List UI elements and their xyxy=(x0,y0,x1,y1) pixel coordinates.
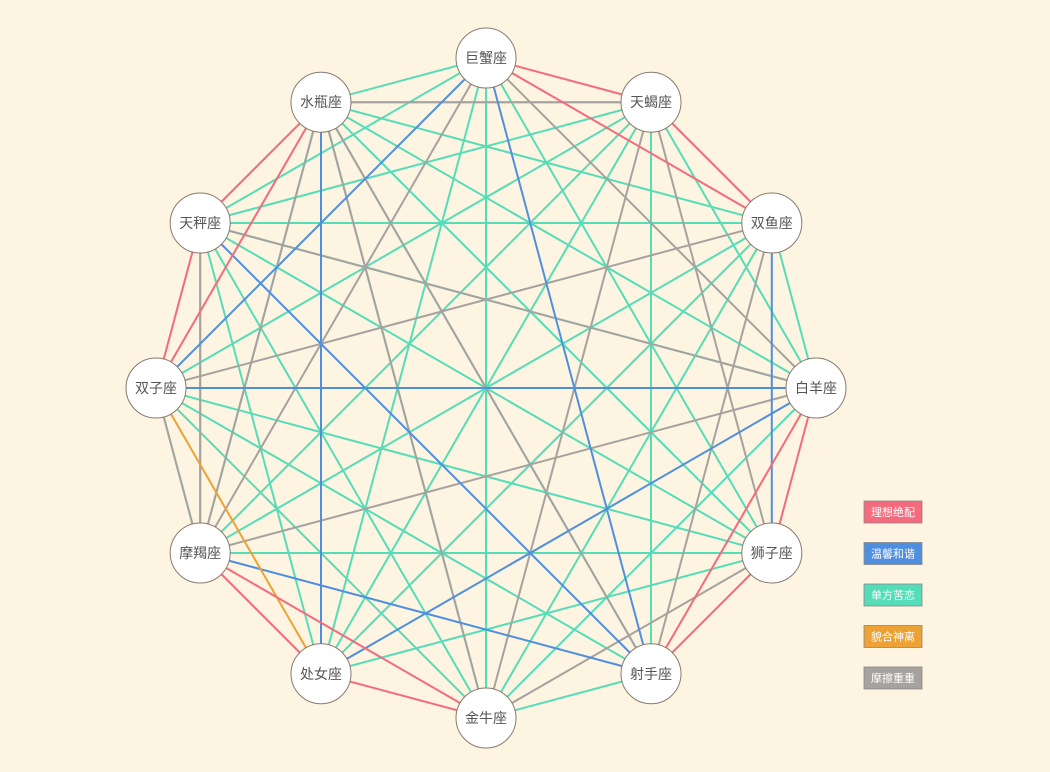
edge-shizi-shuiping-oneway xyxy=(320,101,773,554)
edge-juxie-chunv-oneway xyxy=(320,57,487,675)
edge-baiyang-chunv-warm xyxy=(320,387,817,675)
node-jinniu[interactable]: 金牛座 xyxy=(455,687,517,749)
legend-swatch[interactable] xyxy=(863,500,923,524)
node-circle[interactable] xyxy=(455,27,517,89)
node-shuiping[interactable]: 水瓶座 xyxy=(290,71,352,133)
edge-sheshou-mojie-warm xyxy=(199,552,652,675)
node-label: 巨蟹座 xyxy=(465,51,507,67)
edge-juxie-shuangyu-ideal xyxy=(485,57,773,224)
node-circle[interactable] xyxy=(290,71,352,133)
node-label: 双子座 xyxy=(135,381,177,397)
node-shuangyu[interactable]: 双鱼座 xyxy=(741,192,803,254)
node-label: 射手座 xyxy=(630,667,672,683)
node-circle[interactable] xyxy=(741,522,803,584)
edge-shuangzi-shuiping-ideal xyxy=(155,101,322,389)
legend-swatch[interactable] xyxy=(863,625,923,648)
legend-label: 貌合神离 xyxy=(871,630,915,644)
node-tiancheng[interactable]: 天秤座 xyxy=(169,192,231,254)
legend-label: 理想绝配 xyxy=(871,505,915,519)
node-shuangzi[interactable]: 双子座 xyxy=(125,357,187,419)
edge-juxie-mojie-friction xyxy=(199,57,487,554)
edge-baiyang-tiancheng-friction xyxy=(199,222,817,389)
edge-jinniu-mojie-ideal xyxy=(199,552,487,719)
edge-baiyang-mojie-friction xyxy=(199,387,817,554)
node-shizi[interactable]: 狮子座 xyxy=(741,522,803,584)
legend-item-loose[interactable]: 貌合神离 xyxy=(863,625,923,648)
node-circle[interactable] xyxy=(620,643,682,705)
legend-item-friction[interactable]: 摩擦重重 xyxy=(863,666,923,690)
edge-shuangyu-shuiping-oneway xyxy=(320,101,773,224)
edge-shuangyu-shuangzi-friction xyxy=(155,222,773,389)
node-label: 摩羯座 xyxy=(179,545,221,562)
edge-baiyang-sheshou-ideal xyxy=(650,387,817,675)
node-circle[interactable] xyxy=(455,687,517,749)
node-label: 处女座 xyxy=(300,666,342,683)
edge-shizi-shuangzi-oneway xyxy=(155,387,773,554)
edge-tianxie-mojie-oneway xyxy=(199,101,652,554)
edge-tiancheng-sheshou-warm xyxy=(199,222,652,675)
node-circle[interactable] xyxy=(169,192,231,254)
legend-item-oneway[interactable]: 单方苦恋 xyxy=(863,583,923,607)
node-circle[interactable] xyxy=(290,643,352,705)
edge-baiyang-shuiping-oneway xyxy=(320,101,817,389)
edge-sheshou-shuangzi-oneway xyxy=(155,387,652,675)
legend-item-warm[interactable]: 温馨和谐 xyxy=(863,542,923,565)
node-circle[interactable] xyxy=(620,71,682,133)
legend-label: 温馨和谐 xyxy=(871,547,915,561)
node-label: 白羊座 xyxy=(795,381,837,397)
edge-shuangzi-chunv-loose xyxy=(155,387,322,675)
node-label: 水瓶座 xyxy=(300,95,342,111)
edge-juxie-baiyang-friction xyxy=(485,57,817,389)
node-juxie[interactable]: 巨蟹座 xyxy=(455,27,517,89)
legend-swatch[interactable] xyxy=(863,542,923,565)
node-label: 金牛座 xyxy=(465,711,507,727)
legend-label: 单方苦恋 xyxy=(871,588,915,602)
edge-juxie-sheshou-warm xyxy=(485,57,652,675)
node-baiyang[interactable]: 白羊座 xyxy=(785,357,847,419)
node-label: 双鱼座 xyxy=(751,215,793,232)
node-mojie[interactable]: 摩羯座 xyxy=(169,522,231,584)
node-sheshou[interactable]: 射手座 xyxy=(620,643,682,705)
node-circle[interactable] xyxy=(125,357,187,419)
relation-lines xyxy=(155,57,817,719)
node-circle[interactable] xyxy=(169,522,231,584)
legend-swatch[interactable] xyxy=(863,666,923,690)
node-label: 天蝎座 xyxy=(630,95,672,111)
edge-jinniu-shuiping-friction xyxy=(320,101,487,719)
node-label: 狮子座 xyxy=(751,546,793,562)
node-tianxie[interactable]: 天蝎座 xyxy=(620,71,682,133)
legend-item-ideal[interactable]: 理想绝配 xyxy=(863,500,923,524)
edge-shuangyu-chunv-oneway xyxy=(320,222,773,675)
edge-tianxie-jinniu-friction xyxy=(485,101,652,719)
node-circle[interactable] xyxy=(785,357,847,419)
node-label: 天秤座 xyxy=(179,216,221,232)
node-chunv[interactable]: 处女座 xyxy=(290,643,352,705)
edge-mojie-shuiping-friction xyxy=(199,101,322,554)
edge-tianxie-shizi-friction xyxy=(650,101,773,554)
legend-swatch[interactable] xyxy=(863,583,923,607)
edge-jinniu-tiancheng-oneway xyxy=(199,222,487,719)
legend-label: 摩擦重重 xyxy=(871,671,915,685)
node-circle[interactable] xyxy=(741,192,803,254)
